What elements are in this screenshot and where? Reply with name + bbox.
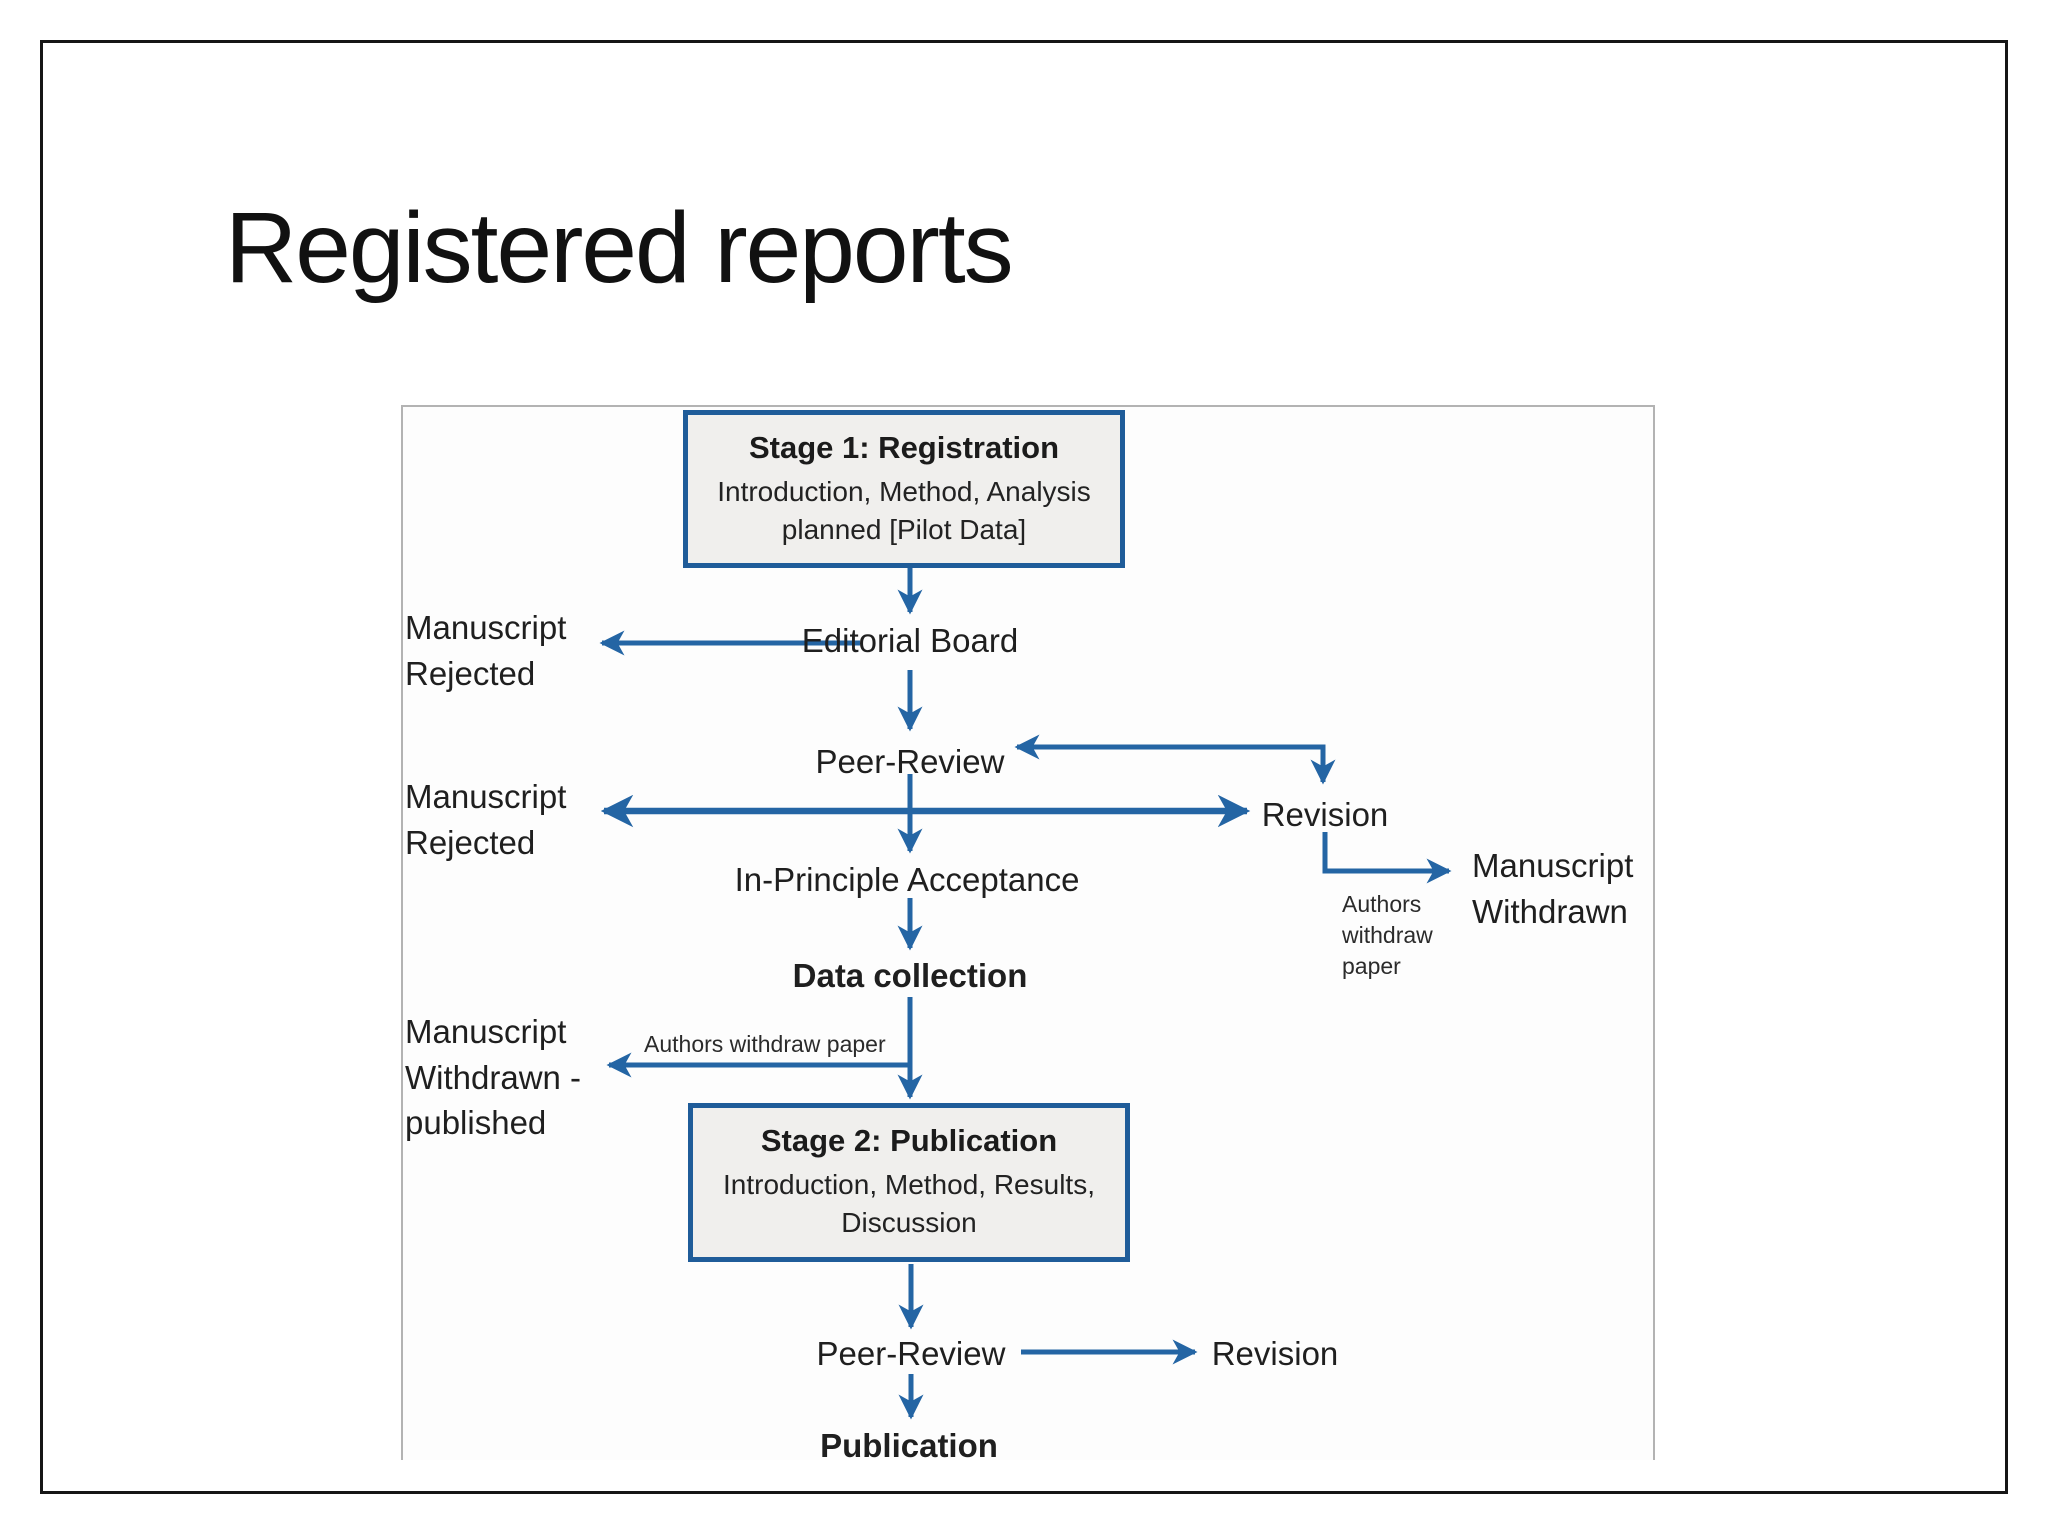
label-manuscript-withdrawn: Manuscript Withdrawn — [1472, 847, 1634, 930]
node-editorial-board: Editorial Board — [801, 622, 1019, 659]
label-manuscript-rejected-2: Manuscript Rejected — [405, 778, 567, 861]
node-revision-2: Revision — [1211, 1335, 1339, 1372]
node-publication: Publication — [820, 1427, 998, 1464]
label-authors-withdraw-paper-right: Authors withdraw paper — [1342, 891, 1433, 980]
stage2-title: Stage 2: Publication — [760, 1123, 1058, 1158]
stage2-publication-box: Stage 2: Publication Introduction, Metho… — [688, 1103, 1130, 1262]
flowchart-panel: Stage 1: Registration Introduction, Meth… — [401, 405, 1655, 1464]
stage1-body: Introduction, Method, Analysis planned [… — [717, 476, 1091, 545]
node-in-principle-acceptance: In-Principle Acceptance — [734, 861, 1080, 898]
label-manuscript-withdrawn-published: Manuscript Withdrawn - published — [405, 1013, 582, 1142]
node-peer-review-1: Peer-Review — [815, 743, 1005, 780]
label-authors-withdraw-paper-left: Authors withdraw paper — [644, 1031, 886, 1057]
node-data-collection: Data collection — [792, 957, 1028, 994]
slide-title: Registered reports — [225, 192, 1014, 304]
label-manuscript-rejected-1: Manuscript Rejected — [405, 609, 567, 692]
arrow-peer-review-revision-loop — [1014, 734, 1336, 785]
stage1-title: Stage 1: Registration — [748, 430, 1060, 465]
stage1-registration-box: Stage 1: Registration Introduction, Meth… — [683, 410, 1125, 568]
arrow-revision-to-manuscript-withdrawn — [1322, 832, 1452, 884]
stage2-body: Introduction, Method, Results, Discussio… — [723, 1169, 1095, 1238]
slide: Registered reports Stage 1: Registratio — [40, 40, 2008, 1494]
node-revision-1: Revision — [1261, 796, 1389, 833]
node-peer-review-2: Peer-Review — [816, 1335, 1006, 1372]
